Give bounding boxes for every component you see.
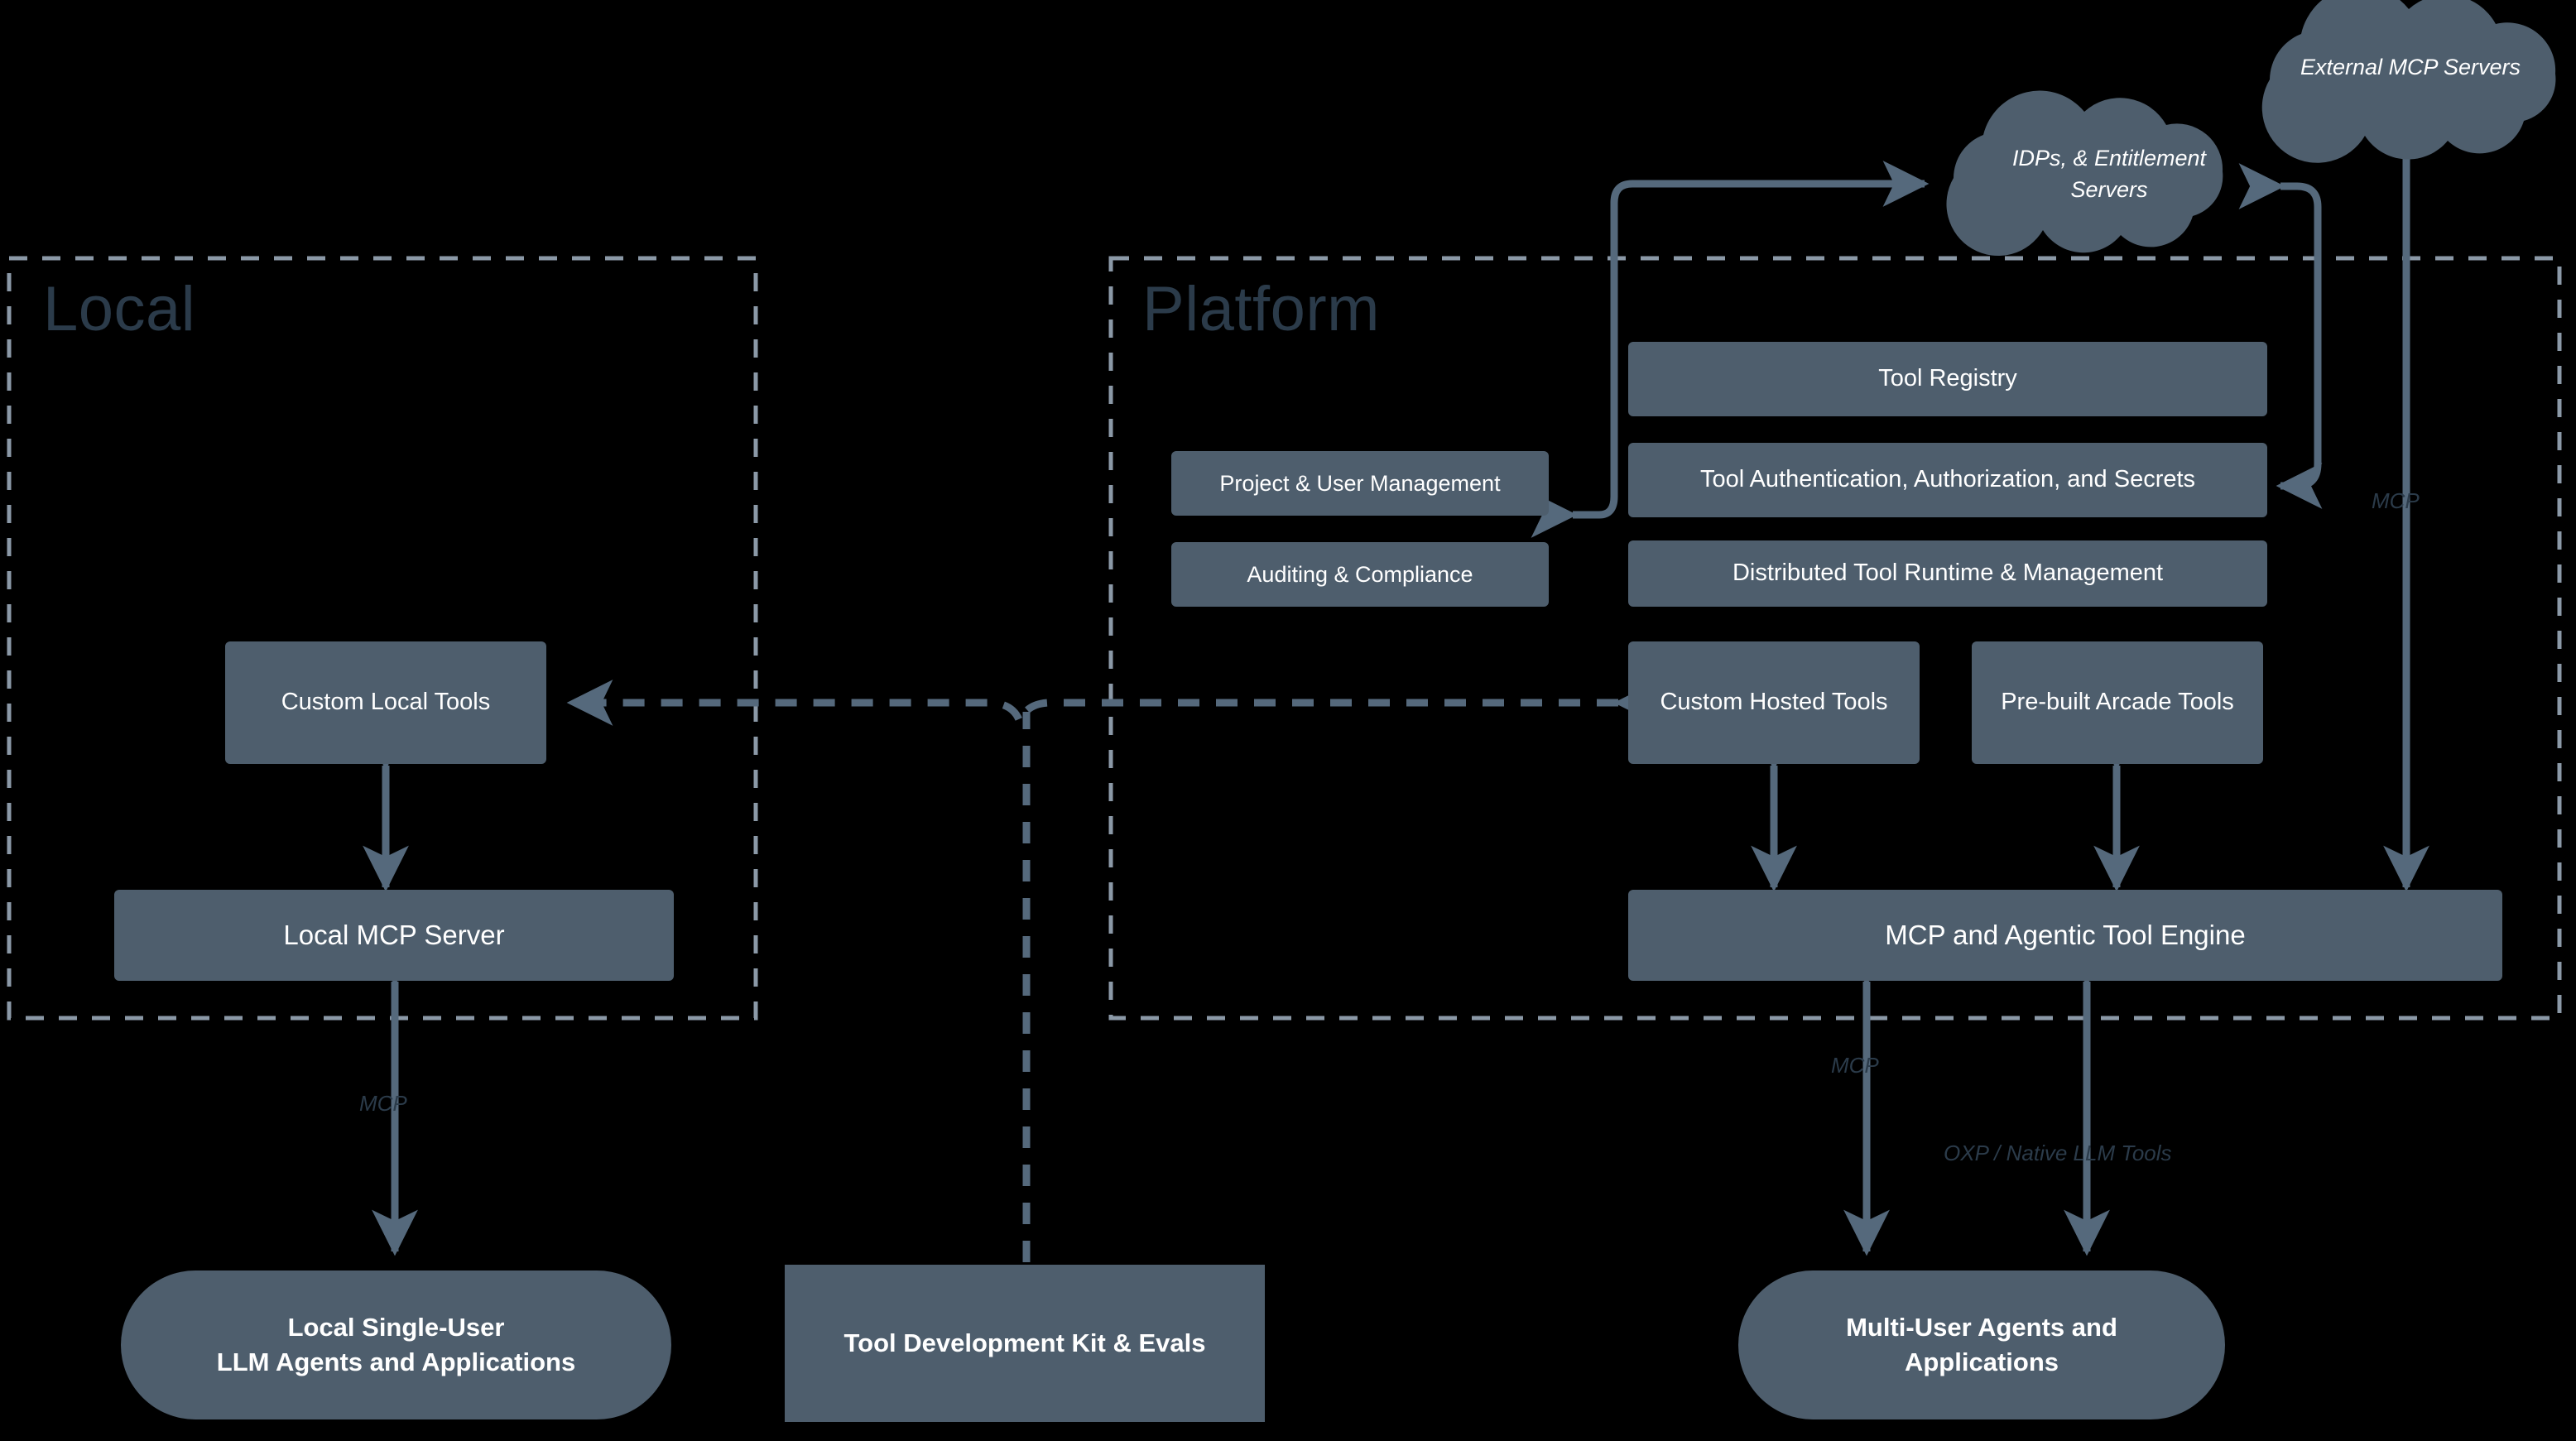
node-tool-registry[interactable]: Tool Registry: [1628, 342, 2267, 416]
edge-label-mcp-platform: MCP: [1831, 1053, 1879, 1078]
edge-idps-toolauth: [2238, 163, 2323, 509]
platform-section-border: [1108, 256, 2562, 1021]
edge-label-oxp-native-llm-tools: OXP / Native LLM Tools: [1944, 1141, 2172, 1165]
node-custom-hosted-tools[interactable]: Custom Hosted Tools: [1628, 641, 1920, 764]
edge-projectusermgmt-idps: [1531, 161, 1930, 538]
node-distributed-tool-runtime[interactable]: Distributed Tool Runtime & Management: [1628, 540, 2267, 607]
node-multi-user-apps[interactable]: Multi-User Agents and Applications: [1738, 1270, 2225, 1419]
local-section-border: [7, 256, 758, 1021]
node-tool-authentication[interactable]: Tool Authentication, Authorization, and …: [1628, 443, 2267, 517]
node-custom-local-tools[interactable]: Custom Local Tools: [225, 641, 546, 764]
node-auditing-compliance[interactable]: Auditing & Compliance: [1171, 542, 1549, 607]
external-mcp-servers-cloud: [2261, 0, 2556, 163]
node-project-user-management[interactable]: Project & User Management: [1171, 451, 1549, 516]
node-mcp-agentic-tool-engine[interactable]: MCP and Agentic Tool Engine: [1628, 890, 2502, 981]
edge-hosted-to-local-dashed: [566, 680, 1660, 733]
node-local-mcp-server[interactable]: Local MCP Server: [114, 890, 674, 981]
idps-entitlement-servers-cloud: [1946, 90, 2223, 257]
node-prebuilt-arcade-tools[interactable]: Pre-built Arcade Tools: [1972, 641, 2263, 764]
external-mcp-servers-label: External MCP Servers: [2300, 55, 2521, 79]
idps-entitlement-servers-label: IDPs, & Entitlement Servers: [2011, 146, 2207, 203]
edge-label-mcp-external: MCP: [2372, 488, 2420, 513]
local-section-title: Local: [43, 274, 196, 344]
edge-label-mcp-local: MCP: [359, 1091, 407, 1116]
platform-section-title: Platform: [1142, 274, 1380, 344]
node-tool-development-kit[interactable]: Tool Development Kit & Evals: [785, 1265, 1265, 1422]
node-local-single-user-apps[interactable]: Local Single-User LLM Agents and Applica…: [121, 1270, 671, 1419]
